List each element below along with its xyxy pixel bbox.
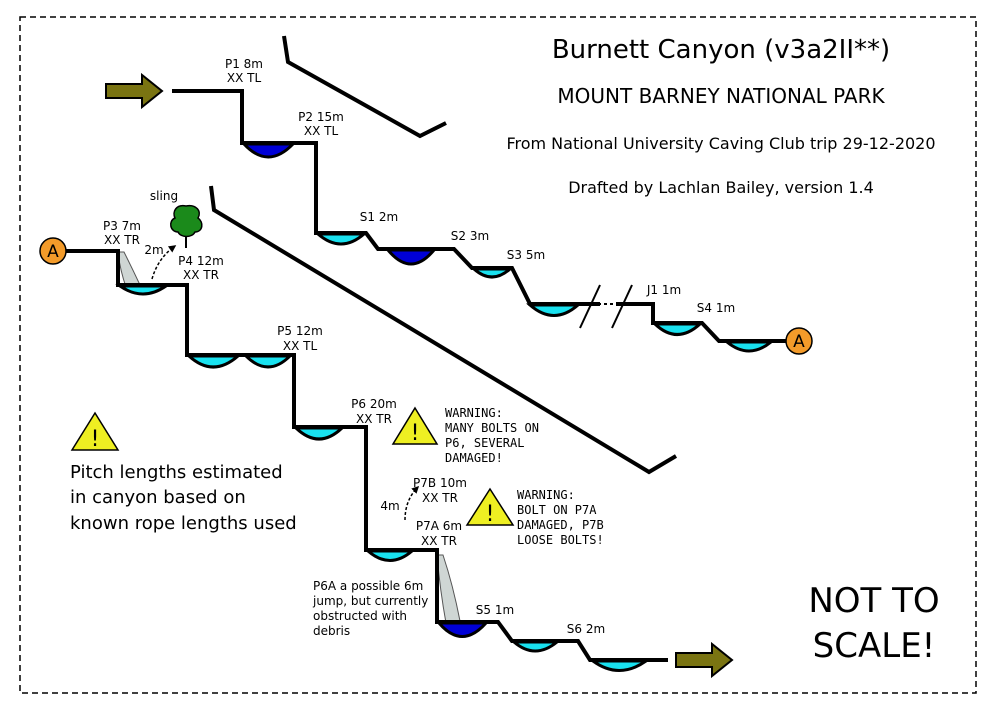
svg-text:P6A a possible 6m: P6A a possible 6m [313,579,423,593]
label-s3: S3 5m [507,248,545,262]
section-break-mark [611,284,633,329]
label-p4-distance: 2m [144,243,163,257]
pool-p5 [292,426,346,441]
pool-s5 [509,640,562,653]
svg-text:jump, but currently: jump, but currently [312,594,428,608]
pool-j1 [651,322,704,336]
waterfall-p7a [436,554,461,624]
svg-text:LOOSE BOLTS!: LOOSE BOLTS! [517,533,604,547]
p7b-anchor-arrow [404,485,420,521]
svg-text:P1 8m: P1 8m [225,57,263,71]
svg-text:P5 12m: P5 12m [277,324,323,338]
pool-p6 [363,549,417,562]
pool-s4 [722,340,776,353]
pool-p4b [242,354,294,369]
svg-text:P3 7m: P3 7m [103,219,141,233]
not-to-scale-label: NOT TO SCALE! [808,581,939,666]
p4-anchor-arrow [151,245,177,280]
svg-text:XX TR: XX TR [356,412,392,426]
label-p7b: P7B 10m XX TR [413,476,467,505]
section-break-mark [579,284,601,329]
label-p3: P3 7m XX TR [103,219,141,247]
exit-arrow-icon [675,641,734,679]
svg-text:NOT TO: NOT TO [808,581,939,621]
label-p2: P2 15m XX TL [298,110,344,138]
svg-text:DAMAGED, P7B: DAMAGED, P7B [517,518,604,532]
svg-text:P4 12m: P4 12m [178,254,224,268]
svg-text:SCALE!: SCALE! [813,626,936,666]
svg-text:DAMAGED!: DAMAGED! [445,451,503,465]
svg-text:BOLT ON P7A: BOLT ON P7A [517,503,597,517]
tree-icon [170,204,203,248]
label-sling: sling [150,189,178,203]
svg-text:WARNING:: WARNING: [517,488,575,502]
svg-text:!: ! [486,502,495,527]
svg-text:P2 15m: P2 15m [298,110,344,124]
svg-text:in canyon based on: in canyon based on [70,487,246,508]
svg-text:P6 20m: P6 20m [351,397,397,411]
pool-p7a [435,621,490,638]
warning-triangle-icon: ! [391,406,439,446]
label-p7b-distance: 4m [380,499,399,513]
svg-text:A: A [47,242,59,262]
svg-text:XX TL: XX TL [304,124,339,138]
svg-text:!: ! [411,421,420,446]
pool-s1 [313,232,369,246]
svg-text:known rope lengths used: known rope lengths used [70,513,297,534]
pool-p1 [240,142,297,159]
pool-p3 [115,284,171,296]
label-s2: S2 3m [451,229,489,243]
waterfall-p3 [117,251,141,288]
label-s1: S1 2m [360,210,398,224]
warning-p7-text: WARNING: BOLT ON P7A DAMAGED, P7B LOOSE … [517,488,604,547]
entry-arrow-icon [105,72,164,110]
svg-text:XX TL: XX TL [227,71,262,85]
trip-info: From National University Caving Club tri… [506,134,935,153]
canyon-floor-upper [172,89,786,343]
svg-text:debris: debris [313,624,350,638]
pitch-estimate-note: Pitch lengths estimated in canyon based … [70,462,297,534]
label-s6: S6 2m [567,622,605,636]
svg-text:Pitch lengths estimated: Pitch lengths estimated [70,462,283,483]
label-p5: P5 12m XX TL [277,324,323,353]
pool-s6 [588,659,651,672]
label-p6: P6 20m XX TR [351,397,397,426]
label-s5: S5 1m [476,603,514,617]
pool-p4a [185,354,242,369]
warning-triangle-icon: ! [465,487,515,527]
svg-text:P7A 6m: P7A 6m [416,519,462,533]
join-marker-a-left: A [39,237,67,265]
canyon-wall-middle [209,185,678,475]
svg-text:!: ! [91,427,100,452]
svg-text:XX TR: XX TR [421,534,457,548]
svg-text:MANY BOLTS ON: MANY BOLTS ON [445,421,539,435]
svg-text:WARNING:: WARNING: [445,406,503,420]
pool-s2 [470,267,514,279]
pool-s3 [526,303,582,317]
page-title: Burnett Canyon (v3a2II**) [552,35,890,65]
join-marker-a-right: A [785,327,813,355]
pool-s1b [384,248,438,266]
svg-text:A: A [793,332,805,352]
park-name: MOUNT BARNEY NATIONAL PARK [557,84,885,108]
label-p1: P1 8m XX TL [225,57,263,85]
svg-text:XX TR: XX TR [183,268,219,282]
label-p7a: P7A 6m XX TR [416,519,462,548]
svg-text:P7B 10m: P7B 10m [413,476,467,490]
drafted-by: Drafted by Lachlan Bailey, version 1.4 [568,178,874,197]
label-s4: S4 1m [697,301,735,315]
label-p4: P4 12m XX TR [178,254,224,282]
svg-text:XX TR: XX TR [104,233,140,247]
svg-text:XX TR: XX TR [422,491,458,505]
warning-p6-text: WARNING: MANY BOLTS ON P6, SEVERAL DAMAG… [445,406,539,465]
page-border [19,16,977,694]
svg-text:obstructed with: obstructed with [313,609,407,623]
warning-triangle-icon: ! [70,411,120,452]
p6a-note: P6A a possible 6m jump, but currently ob… [312,579,428,638]
label-j1: J1 1m [646,283,681,297]
svg-text:P6, SEVERAL: P6, SEVERAL [445,436,524,450]
svg-text:XX TL: XX TL [283,339,318,353]
canyon-wall-upper [282,35,447,139]
